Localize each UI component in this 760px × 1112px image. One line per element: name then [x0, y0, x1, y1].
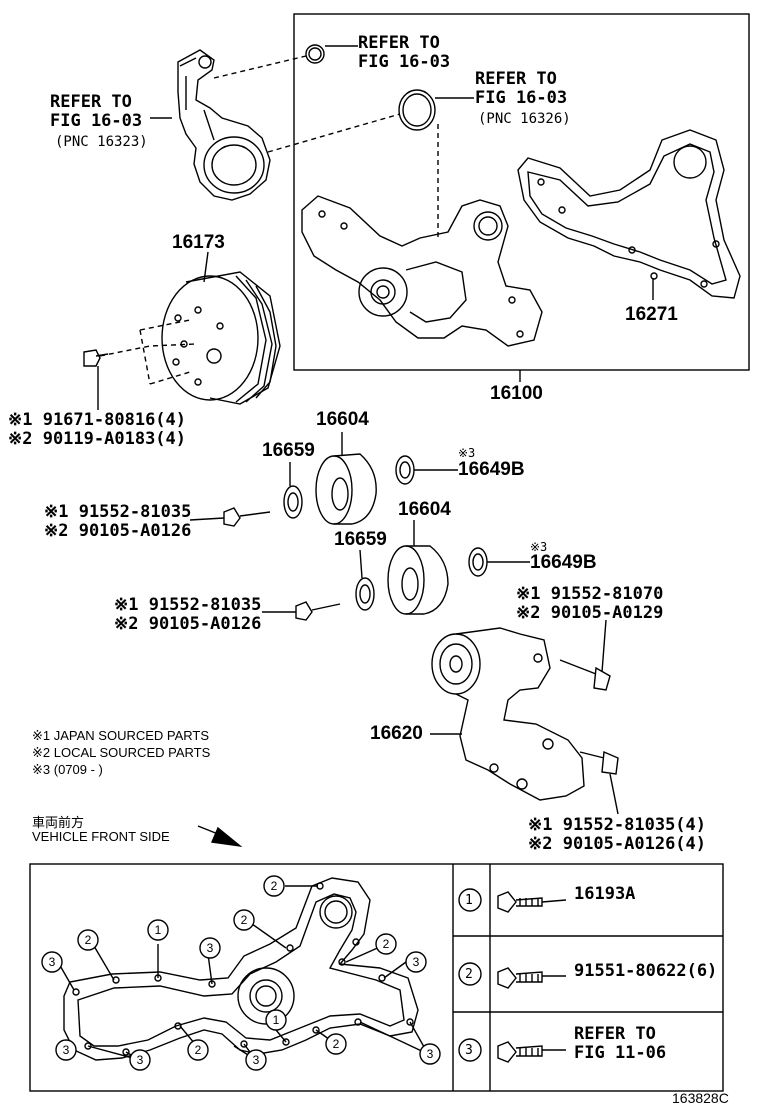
- callout-circle: [405, 951, 427, 973]
- figure-id: 163828C: [672, 1090, 729, 1106]
- idler2-bolt-2[interactable]: ※2 90105-A0126: [114, 614, 262, 634]
- part-pump-assy[interactable]: 16100: [490, 383, 543, 404]
- callout-number: 2: [271, 879, 278, 893]
- idler-plate-2: [355, 577, 375, 611]
- part-idler-2[interactable]: 16604: [398, 499, 451, 520]
- part-plate-2[interactable]: 16659: [334, 529, 387, 550]
- callout-number: 1: [155, 923, 162, 937]
- callout-circle: [419, 1043, 441, 1065]
- tens-top-bolt-1[interactable]: ※1 91552-81070: [516, 584, 664, 604]
- callout-number: 3: [427, 1047, 434, 1061]
- front-label-en: VEHICLE FRONT SIDE: [32, 829, 170, 844]
- callout-number: 1: [273, 1013, 280, 1027]
- idler-pulley-2: [387, 545, 449, 615]
- callout-number: 3: [413, 955, 420, 969]
- water-pump-pulley: [161, 271, 281, 405]
- ref-b-line1: REFER TO: [475, 69, 557, 89]
- o-ring-small: [305, 44, 325, 64]
- bolt-location-frame: [29, 863, 724, 1092]
- table-row-2-part[interactable]: 91551-80622(6): [574, 961, 718, 981]
- idler-bolt-1: [223, 507, 271, 527]
- callout-circle: [325, 1033, 347, 1055]
- legend-period: ※3 (0709 - ): [32, 762, 103, 777]
- idler1-bolt-2[interactable]: ※2 90105-A0126: [44, 521, 192, 541]
- idler-plate-1: [283, 485, 303, 519]
- ref-c-line3: (PNC 16323): [55, 134, 148, 150]
- callout-circle: [245, 1049, 267, 1071]
- table-row-3-line2: FIG 11-06: [574, 1043, 667, 1063]
- part-tensioner[interactable]: 16620: [370, 723, 423, 744]
- pulley-bolt-2[interactable]: ※2 90119-A0183(4): [8, 429, 187, 449]
- callout-circle: [265, 1009, 287, 1031]
- ref-a-line2: FIG 16-03: [358, 52, 451, 72]
- mark-3-a: ※3: [458, 446, 476, 460]
- pump-group-frame: [293, 13, 750, 371]
- callout-number: 3: [253, 1053, 260, 1067]
- callout-circle: [77, 929, 99, 951]
- mark-3-b: ※3: [530, 540, 548, 554]
- tensioner-side-bolt: [579, 750, 619, 775]
- ref-b-line3: (PNC 16326): [478, 111, 571, 127]
- ref-a-line1: REFER TO: [358, 33, 440, 53]
- ref-b-line2: FIG 16-03: [475, 88, 568, 108]
- pulley-bolt: [83, 349, 109, 367]
- callout-circles: 2 2 1 2 3 3 2 3 3 2 3 1 3 2 3: [41, 875, 441, 1071]
- o-ring-large: [398, 89, 436, 131]
- water-pump-body: [301, 195, 543, 347]
- callout-number: 2: [85, 933, 92, 947]
- callout-number: 3: [207, 941, 214, 955]
- callout-number: 2: [195, 1043, 202, 1057]
- table-row-3-num: 3: [465, 1043, 473, 1058]
- ref-c-line1: REFER TO: [50, 92, 132, 112]
- belt-tensioner: [431, 627, 585, 801]
- assembly-dashes: [99, 55, 439, 385]
- callout-circle: [199, 937, 221, 959]
- tens-side-bolt-1[interactable]: ※1 91552-81035(4): [528, 815, 707, 835]
- idler2-bolt-1[interactable]: ※1 91552-81035: [114, 595, 262, 615]
- idler-cover-1: [395, 455, 415, 485]
- callout-number: 2: [333, 1037, 340, 1051]
- tens-side-bolt-2[interactable]: ※2 90105-A0126(4): [528, 834, 707, 854]
- callout-number: 3: [137, 1053, 144, 1067]
- callout-number: 2: [241, 913, 248, 927]
- part-cover-2[interactable]: 16649B: [530, 552, 597, 573]
- table-row-1-part[interactable]: 16193A: [574, 884, 636, 904]
- pump-gasket: [517, 129, 741, 299]
- front-arrow-icon: [197, 825, 243, 848]
- idler-pulley-1: [315, 453, 377, 525]
- legend-japan: ※1 JAPAN SOURCED PARTS: [32, 728, 210, 743]
- front-label-jp: 車両前方: [32, 815, 85, 830]
- table-bolt-icons: [497, 891, 567, 1063]
- idler1-bolt-1[interactable]: ※1 91552-81035: [44, 502, 192, 522]
- idler-bolt-2: [295, 601, 341, 621]
- legend-local: ※2 LOCAL SOURCED PARTS: [32, 745, 211, 760]
- part-idler-1[interactable]: 16604: [316, 409, 369, 430]
- callout-circle: [41, 951, 63, 973]
- tensioner-top-bolt: [559, 659, 611, 691]
- callout-number: 3: [63, 1043, 70, 1057]
- callout-circle: [129, 1049, 151, 1071]
- callout-circle: [375, 933, 397, 955]
- part-plate-1[interactable]: 16659: [262, 440, 315, 461]
- callout-circle: [233, 909, 255, 931]
- callout-number: 2: [383, 937, 390, 951]
- pulley-bolt-1[interactable]: ※1 91671-80816(4): [8, 410, 187, 430]
- part-cover-1[interactable]: 16649B: [458, 459, 525, 480]
- callout-circle: [263, 875, 285, 897]
- table-row-2-num: 2: [465, 967, 473, 982]
- tens-top-bolt-2[interactable]: ※2 90105-A0129: [516, 603, 664, 623]
- callout-circle: [147, 919, 169, 941]
- bolt-location-diagram: [63, 877, 419, 1061]
- callout-circle: [187, 1039, 209, 1061]
- callout-circle: [55, 1039, 77, 1061]
- callout-number: 3: [49, 955, 56, 969]
- part-pulley[interactable]: 16173: [172, 232, 225, 253]
- water-inlet-elbow: [177, 49, 271, 201]
- idler-cover-2: [468, 547, 488, 577]
- part-gasket[interactable]: 16271: [625, 304, 678, 325]
- table-row-1-num: 1: [465, 893, 473, 908]
- table-row-3-line1: REFER TO: [574, 1024, 656, 1044]
- ref-c-line2: FIG 16-03: [50, 111, 143, 131]
